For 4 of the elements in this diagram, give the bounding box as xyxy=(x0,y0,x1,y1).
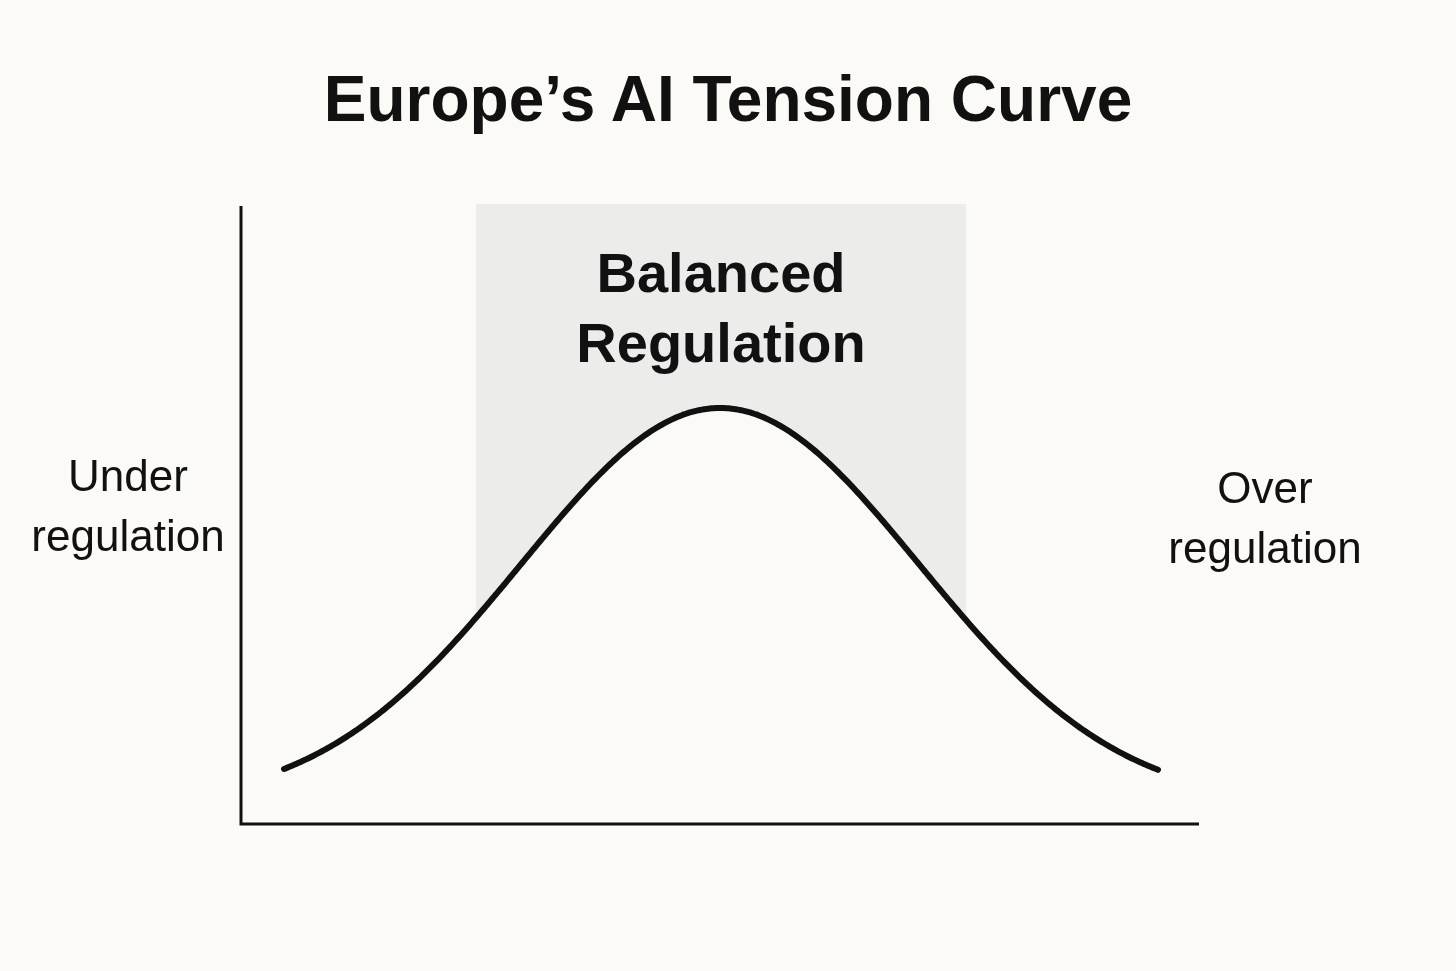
chart-title: Europe’s AI Tension Curve xyxy=(322,62,1134,136)
axis-end-label: Under regulation xyxy=(30,450,226,562)
axis-end-label: Over regulation xyxy=(1167,462,1363,574)
band-label: Balanced Regulation xyxy=(575,240,867,376)
